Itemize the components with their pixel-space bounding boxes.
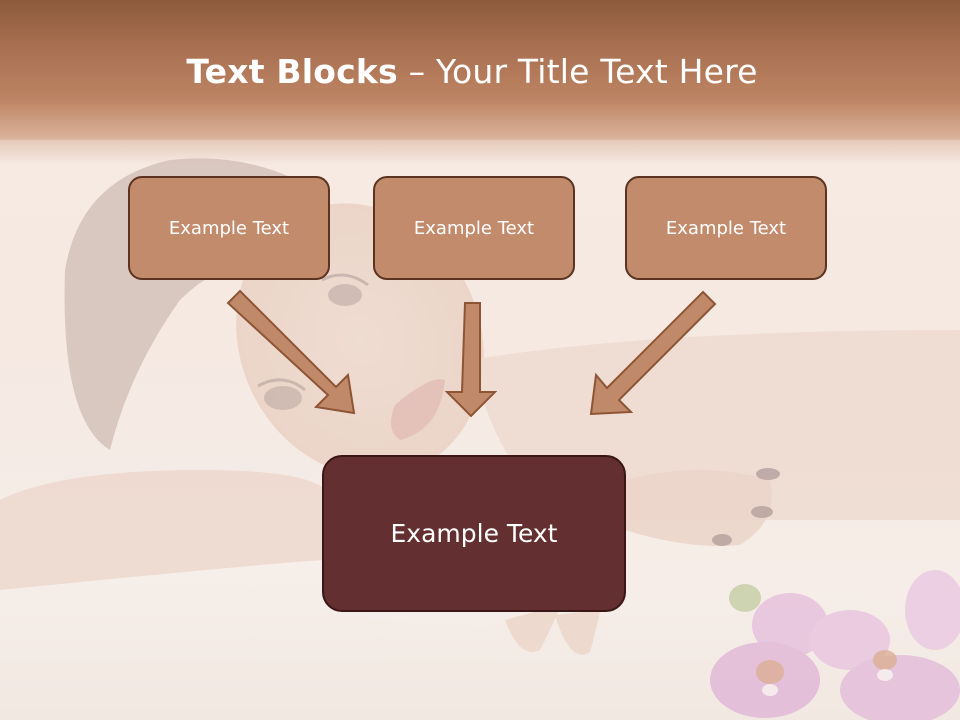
arrow-center [444, 302, 498, 418]
arrow-left [226, 289, 356, 415]
main-text-block[interactable]: Example Text [322, 455, 626, 612]
text-block-2[interactable]: Example Text [373, 176, 575, 280]
title-rest: Your Title Text Here [435, 52, 758, 91]
text-block-1[interactable]: Example Text [128, 176, 330, 280]
title-dash: – [397, 52, 436, 91]
header-band [0, 0, 960, 165]
text-block-3[interactable]: Example Text [625, 176, 827, 280]
title-bold: Text Blocks [186, 52, 398, 91]
slide-title: Text Blocks – Your Title Text Here [0, 52, 944, 91]
arrow-right [589, 290, 717, 416]
orchid-flowers [710, 570, 960, 720]
